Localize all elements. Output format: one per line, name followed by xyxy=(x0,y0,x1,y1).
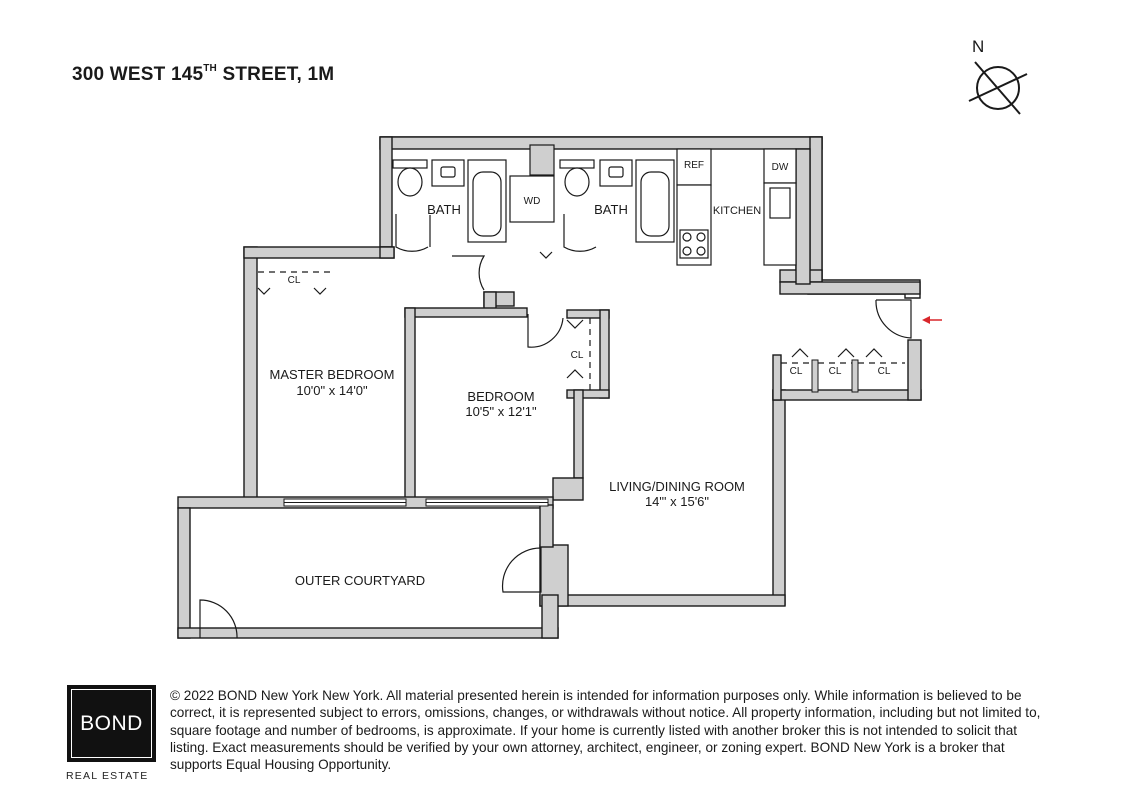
ref-label: REF xyxy=(684,160,704,171)
compass-north-label: N xyxy=(972,37,984,56)
closet-label-hall-2: CL xyxy=(829,366,842,377)
disclaimer-text: © 2022 BOND New York New York. All mater… xyxy=(170,688,1041,773)
compass-icon xyxy=(968,61,1028,115)
entry-arrow-icon xyxy=(922,316,942,324)
toilet-icon xyxy=(564,167,590,197)
bath-label-2: BATH xyxy=(594,202,628,217)
living-room-label: LIVING/DINING ROOM xyxy=(609,479,745,494)
closet-walls xyxy=(811,359,859,393)
title-text-end: STREET, 1M xyxy=(216,64,335,85)
kitchen-label: KITCHEN xyxy=(713,205,761,217)
floor-plan: N xyxy=(177,37,1028,639)
windows xyxy=(283,498,549,507)
bedroom-dims: 10'5" x 12'1" xyxy=(465,404,537,419)
closet-label-hall-1: CL xyxy=(790,366,803,377)
doors xyxy=(199,214,912,639)
dw-label: DW xyxy=(772,162,789,173)
walls xyxy=(177,136,922,639)
master-bedroom-label: MASTER BEDROOM xyxy=(270,367,395,382)
closet-label-bedroom: CL xyxy=(571,350,584,361)
closet-label-master: CL xyxy=(288,275,301,286)
kitchen-sink-icon xyxy=(769,187,791,219)
bond-logo: BOND xyxy=(67,685,156,762)
fixtures xyxy=(392,144,797,266)
refrigerator xyxy=(676,148,712,186)
master-bedroom-dims: 10'0" x 14'0" xyxy=(296,383,368,398)
closet-rods xyxy=(258,271,905,390)
closet-label-hall-3: CL xyxy=(878,366,891,377)
bedroom-label: BEDROOM xyxy=(467,389,534,404)
toilet-icon xyxy=(397,167,423,197)
title-superscript: TH xyxy=(203,62,217,74)
title-text: 300 WEST 145 xyxy=(72,64,204,85)
living-room-dims: 14"' x 15'6" xyxy=(645,494,709,509)
bath-label-1: BATH xyxy=(427,202,461,217)
courtyard-label: OUTER COURTYARD xyxy=(295,573,425,588)
wd-label: WD xyxy=(524,196,541,207)
page-title: 300 WEST 145TH STREET, 1M xyxy=(72,62,335,86)
logo-subtitle: REAL ESTATE xyxy=(66,770,149,782)
washer-dryer xyxy=(509,175,555,223)
logo-text: BOND xyxy=(71,689,152,758)
